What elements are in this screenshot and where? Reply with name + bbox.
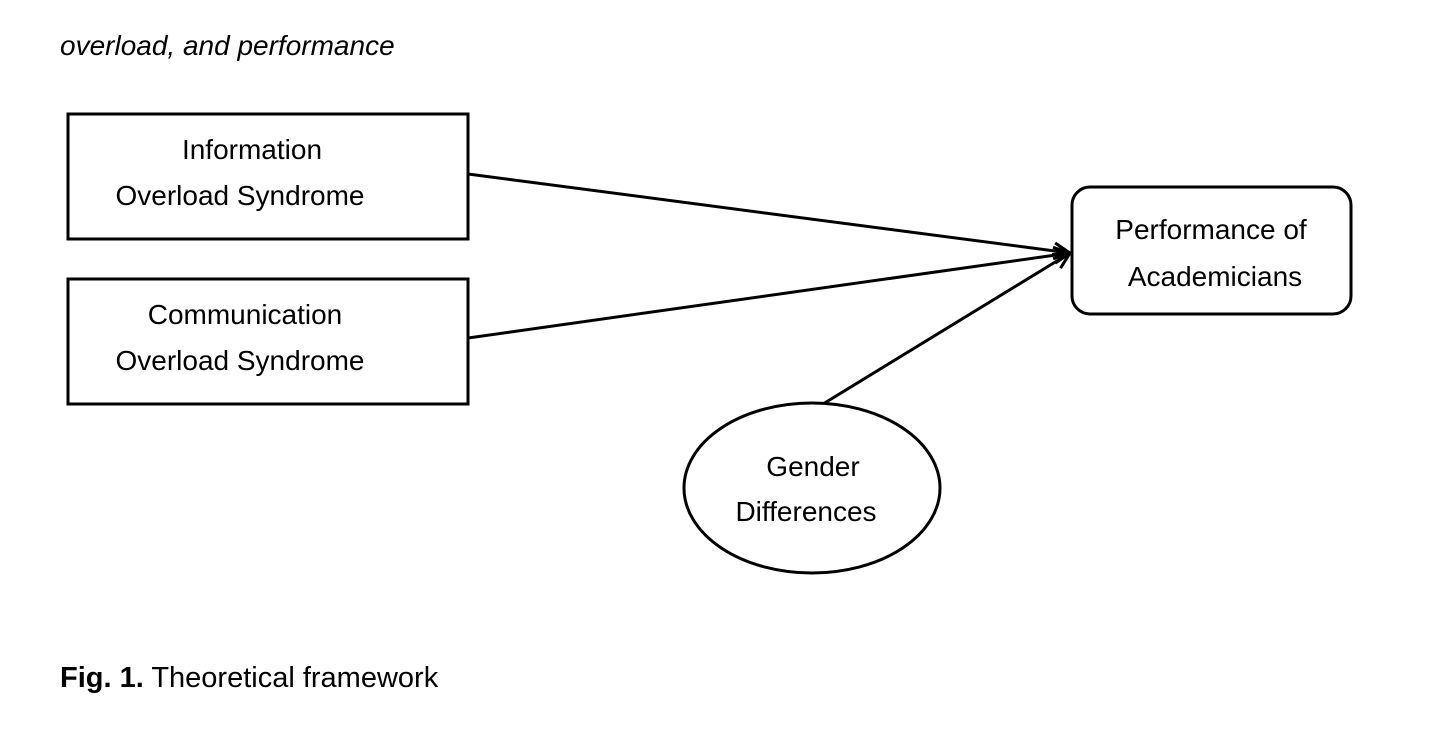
node-performance: Performance of Academicians bbox=[1070, 185, 1353, 316]
node-performance-line1: Performance of bbox=[1115, 214, 1307, 245]
node-communication-overload-line1: Communication bbox=[148, 299, 343, 330]
node-communication-overload-line2: Overload Syndrome bbox=[115, 345, 364, 376]
figure-caption-label: Fig. 1. bbox=[60, 662, 144, 694]
node-gender: Gender Differences bbox=[682, 401, 942, 575]
edge-information-to-performance bbox=[467, 172, 1070, 253]
node-information-overload: Information Overload Syndrome bbox=[66, 112, 470, 241]
node-performance-line2: Academicians bbox=[1128, 261, 1302, 292]
node-information-overload-line2: Overload Syndrome bbox=[115, 180, 364, 211]
edge-gender-to-performance bbox=[822, 253, 1070, 406]
figure-caption-text: Theoretical framework bbox=[143, 662, 439, 694]
figure-caption: Fig. 1. Theoretical framework bbox=[60, 662, 438, 695]
edge-communication-to-performance bbox=[467, 253, 1070, 340]
node-gender-line2: Differences bbox=[735, 496, 876, 527]
node-gender-line1: Gender bbox=[766, 451, 859, 482]
header-text: overload, and performance bbox=[60, 30, 395, 61]
node-information-overload-line1: Information bbox=[182, 134, 322, 165]
node-communication-overload: Communication Overload Syndrome bbox=[66, 277, 470, 406]
